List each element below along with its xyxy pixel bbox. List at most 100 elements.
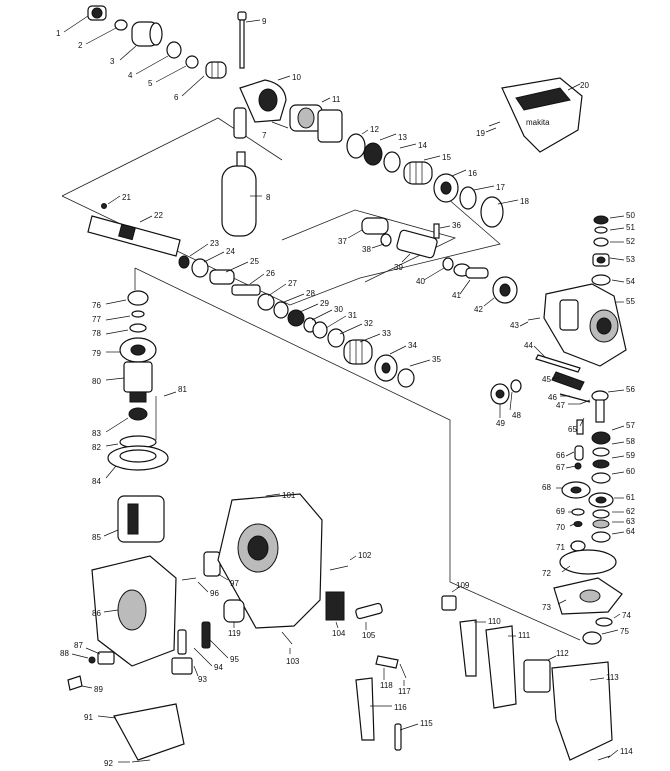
part-37-piston (361, 217, 389, 235)
part-39-cylinder (396, 229, 438, 259)
part-101-main-housing (217, 493, 323, 629)
part-number-label: 60 (626, 467, 635, 476)
part-number-label: 105 (362, 631, 376, 640)
part-number-label: 26 (266, 269, 275, 278)
part-20-cover: makita (501, 77, 583, 153)
part-number-label: 103 (286, 657, 300, 666)
part-46-spring (559, 393, 591, 403)
part-86-motor-housing (91, 555, 177, 667)
part-number-label: 29 (320, 299, 329, 308)
part-number-label: 76 (92, 301, 101, 310)
part-6-spring (205, 61, 227, 79)
part-8-side-handle (221, 151, 257, 237)
part-93-switch (171, 657, 193, 675)
part-40-ring (442, 257, 454, 271)
part-87-brush-holder (97, 651, 115, 665)
part-16-gear (433, 173, 459, 203)
part-number-label: 79 (92, 349, 101, 358)
part-number-label: 78 (92, 329, 101, 338)
part-number-label: 91 (84, 713, 93, 722)
part-number-label: 65 (568, 425, 577, 434)
part-111-switch-frame (485, 625, 517, 709)
part-number-label: 68 (542, 483, 551, 492)
part-number-label: 59 (626, 451, 635, 460)
part-23-ring (178, 255, 190, 269)
part-number-label: 36 (452, 221, 461, 230)
part-65-pin (576, 419, 584, 435)
part-28-ring (273, 301, 289, 319)
part-number-label: 61 (626, 493, 635, 502)
part-number-label: 11 (332, 95, 341, 104)
part-number-label: 97 (230, 579, 239, 588)
part-number-label: 8 (266, 193, 271, 202)
part-number-label: 62 (626, 507, 635, 516)
part-9-rod (237, 11, 247, 69)
part-104-nameplate (325, 591, 345, 621)
part-76-bearing (127, 290, 149, 306)
part-number-label: 12 (370, 125, 379, 134)
part-19-screw (488, 121, 501, 127)
part-63-ring (592, 519, 610, 529)
part-number-label: 112 (556, 649, 569, 658)
part-70-ring (573, 521, 583, 527)
part-49-knob (490, 383, 510, 405)
part-53-bearing (592, 253, 610, 267)
part-number-label: 45 (542, 375, 551, 384)
part-number-label: 21 (122, 193, 131, 202)
part-79-fan (119, 337, 157, 363)
part-number-label: 41 (452, 291, 461, 300)
part-117-screw (399, 663, 407, 679)
part-12-ring (346, 133, 366, 159)
part-number-label: 2 (78, 41, 83, 50)
part-number-label: 50 (626, 211, 635, 220)
part-number-label: 19 (476, 129, 485, 138)
part-24-ring (191, 258, 209, 278)
part-61-gear (588, 492, 614, 508)
part-38-ring (380, 233, 392, 247)
part-47-screw (579, 399, 591, 405)
part-73-plate (553, 577, 623, 615)
part-number-label: 5 (148, 79, 153, 88)
part-number-label: 116 (394, 703, 407, 712)
part-69-ring (571, 508, 585, 516)
part-85-field (117, 495, 165, 543)
part-number-label: 86 (92, 609, 101, 618)
part-4-ring (166, 41, 182, 59)
part-43-screw (527, 317, 541, 321)
housing-badge: makita (526, 118, 550, 127)
part-44-lever (535, 354, 581, 373)
part-number-label: 47 (556, 401, 565, 410)
part-59-ring (592, 459, 610, 469)
part-83-bearing (128, 407, 148, 421)
part-number-label: 111 (518, 631, 531, 640)
part-number-label: 113 (606, 673, 619, 682)
part-number-label: 114 (620, 747, 633, 756)
part-number-label: 4 (128, 71, 133, 80)
part-80-armature (123, 361, 153, 403)
part-number-label: 39 (394, 263, 403, 272)
part-60-ring (591, 472, 611, 484)
part-number-label: 27 (288, 279, 297, 288)
part-54-ring (591, 274, 611, 286)
part-number-label: 118 (380, 681, 393, 690)
part-32-ring (327, 328, 345, 348)
part-number-label: 1 (56, 29, 61, 38)
part-35-ring (397, 368, 415, 388)
part-number-label: 23 (210, 239, 219, 248)
part-number-label: 30 (334, 305, 343, 314)
part-10-clamp (233, 79, 287, 139)
part-number-label: 54 (626, 277, 635, 286)
part-number-label: 71 (556, 543, 565, 552)
part-number-label: 53 (626, 255, 635, 264)
part-number-label: 52 (626, 237, 635, 246)
part-57-bearing (591, 431, 611, 445)
part-number-label: 64 (626, 527, 635, 536)
part-number-label: 101 (282, 491, 296, 500)
part-21-ball (101, 203, 107, 209)
part-number-label: 104 (332, 629, 346, 638)
part-number-label: 69 (556, 507, 565, 516)
part-112-cover (523, 659, 551, 693)
part-number-label: 96 (210, 589, 219, 598)
part-45-plate (551, 371, 585, 391)
